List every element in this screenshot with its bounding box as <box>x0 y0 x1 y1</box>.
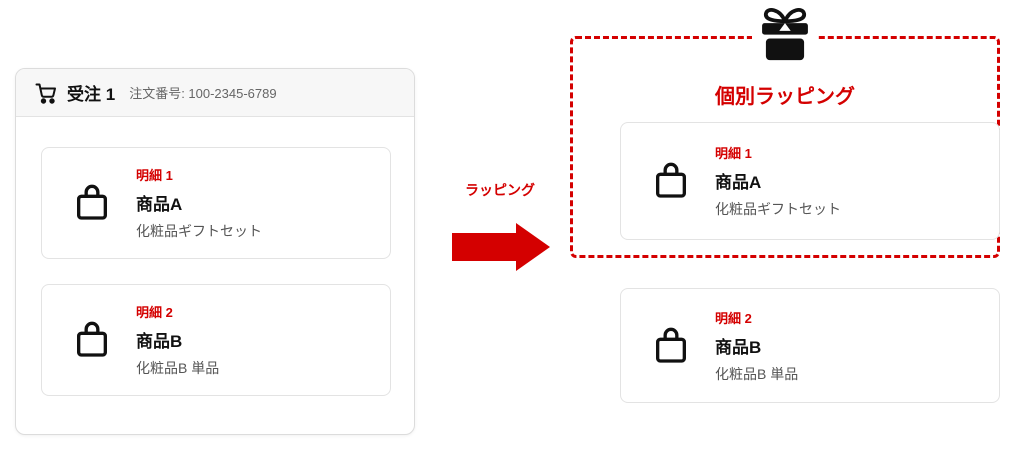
item-text: 明細 1 商品A 化粧品ギフトセット <box>136 165 262 241</box>
item-description: 化粧品ギフトセット <box>715 201 841 217</box>
item-name: 商品A <box>715 173 762 192</box>
item-detail-label: 明細 2 <box>715 310 752 326</box>
wrapping-title: 個別ラッピング <box>715 86 855 108</box>
shopping-bag-icon <box>651 159 691 203</box>
shopping-bag-icon <box>72 318 112 362</box>
item-text: 明細 2 商品B 化粧品B 単品 <box>715 308 798 384</box>
item-description: 化粧品B 単品 <box>136 360 220 376</box>
shopping-bag-icon <box>651 324 691 368</box>
item-name: 商品B <box>715 337 762 357</box>
gift-icon <box>752 4 818 64</box>
arrow-label: ラッピング <box>465 182 535 198</box>
shopping-bag-icon <box>72 181 112 225</box>
wrapped-item-card: 明細 1 商品A 化粧品ギフトセット <box>620 122 1000 240</box>
item-detail-label: 明細 1 <box>715 146 752 161</box>
wrapping-arrow <box>452 223 550 271</box>
cart-icon <box>34 81 58 105</box>
item-text: 明細 1 商品A 化粧品ギフトセット <box>715 143 841 219</box>
order-item-card-2: 明細 2 商品B 化粧品B 単品 <box>41 284 391 396</box>
unwrapped-item-card: 明細 2 商品B 化粧品B 単品 <box>620 288 1000 403</box>
item-name: 商品B <box>136 332 183 351</box>
item-description: 化粧品B 単品 <box>715 365 799 382</box>
arrow-head <box>516 223 550 271</box>
order-number: 注文番号: 100-2345-6789 <box>129 86 277 101</box>
order-card: 受注 1 注文番号: 100-2345-6789 明細 1 商品A 化粧品ギフト… <box>15 68 415 435</box>
arrow-body <box>452 233 516 261</box>
order-header: 受注 1 注文番号: 100-2345-6789 <box>16 69 414 117</box>
order-title: 受注 1 <box>67 85 116 104</box>
item-detail-label: 明細 2 <box>136 305 173 320</box>
order-item-card-1: 明細 1 商品A 化粧品ギフトセット <box>41 147 391 259</box>
item-detail-label: 明細 1 <box>136 168 173 183</box>
item-text: 明細 2 商品B 化粧品B 単品 <box>136 302 219 378</box>
item-description: 化粧品ギフトセット <box>136 223 262 239</box>
item-name: 商品A <box>136 195 183 214</box>
